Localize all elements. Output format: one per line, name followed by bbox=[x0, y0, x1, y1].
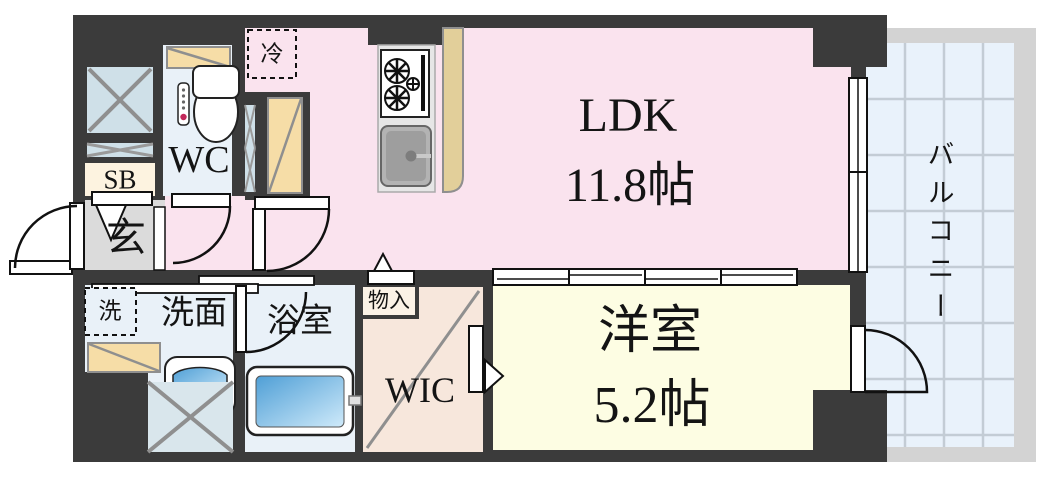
wall-block-bottom-left bbox=[73, 372, 148, 462]
ldk-label: LDK bbox=[578, 89, 678, 142]
ldk-size-label: 11.8帖 bbox=[564, 159, 696, 212]
wic-diagonal bbox=[365, 290, 481, 449]
balcony-door-leaf bbox=[850, 325, 866, 393]
duct-strip bbox=[244, 104, 256, 193]
wall-block-bottom-right bbox=[813, 390, 887, 462]
kitchen-counter bbox=[442, 27, 464, 193]
kitchen-sink-icon bbox=[380, 125, 432, 187]
shoe-box-arrow bbox=[94, 204, 128, 243]
entrance-label: 玄 bbox=[106, 215, 146, 260]
partition-sliding-doors bbox=[492, 268, 798, 286]
ldk-balcony-window bbox=[848, 77, 868, 273]
bathtub-icon bbox=[245, 365, 362, 437]
shoe-box-label: SB bbox=[103, 164, 137, 195]
hall-door-arc bbox=[266, 208, 331, 273]
washing-machine-label: 洗 bbox=[98, 298, 122, 324]
wc-door-leaf bbox=[171, 193, 231, 208]
bathroom-door-arc bbox=[245, 291, 308, 354]
kitchen-wall bbox=[368, 15, 446, 45]
balcony-area bbox=[866, 28, 1036, 462]
cabinets bbox=[87, 27, 464, 373]
stove-icon bbox=[380, 49, 430, 118]
wic-label: WIC bbox=[385, 370, 455, 410]
bathroom-door-leaf bbox=[235, 285, 247, 353]
refrigerator-marker bbox=[247, 29, 297, 79]
storage-arrow bbox=[372, 251, 394, 272]
balcony-label: バルコニー bbox=[923, 140, 954, 330]
western-room-label: 洋室 bbox=[597, 303, 703, 360]
balcony-door-arc bbox=[864, 328, 929, 394]
storage-label: 物入 bbox=[368, 288, 410, 313]
pipe-space-box bbox=[86, 67, 154, 158]
balcony-tile-grid bbox=[866, 43, 1014, 447]
doors-and-windows bbox=[9, 77, 929, 395]
refrigerator-label: 冷 bbox=[260, 41, 284, 67]
ldk-room bbox=[165, 28, 851, 270]
wall-block-top-right bbox=[813, 15, 887, 67]
washing-machine-marker bbox=[84, 287, 137, 336]
entrance-door-arc bbox=[13, 204, 78, 269]
shoe-box bbox=[85, 163, 155, 196]
toilet-icon bbox=[177, 65, 240, 143]
entrance-door-leaf bbox=[9, 260, 73, 275]
bathroom-label: 浴室 bbox=[267, 303, 333, 340]
wc-door-arc bbox=[172, 205, 232, 265]
western-room bbox=[493, 285, 850, 450]
wic-arrow bbox=[484, 357, 505, 395]
kitchen-unit bbox=[377, 44, 436, 193]
western-room-size-label: 5.2帖 bbox=[593, 377, 711, 434]
washroom-label: 洗面 bbox=[161, 295, 227, 332]
crossed-service-box bbox=[146, 380, 235, 454]
wc-label: WC bbox=[168, 139, 230, 181]
wic-door-leaf bbox=[468, 325, 484, 393]
storage-closet bbox=[363, 287, 415, 315]
hall-door-leaf bbox=[252, 208, 266, 271]
